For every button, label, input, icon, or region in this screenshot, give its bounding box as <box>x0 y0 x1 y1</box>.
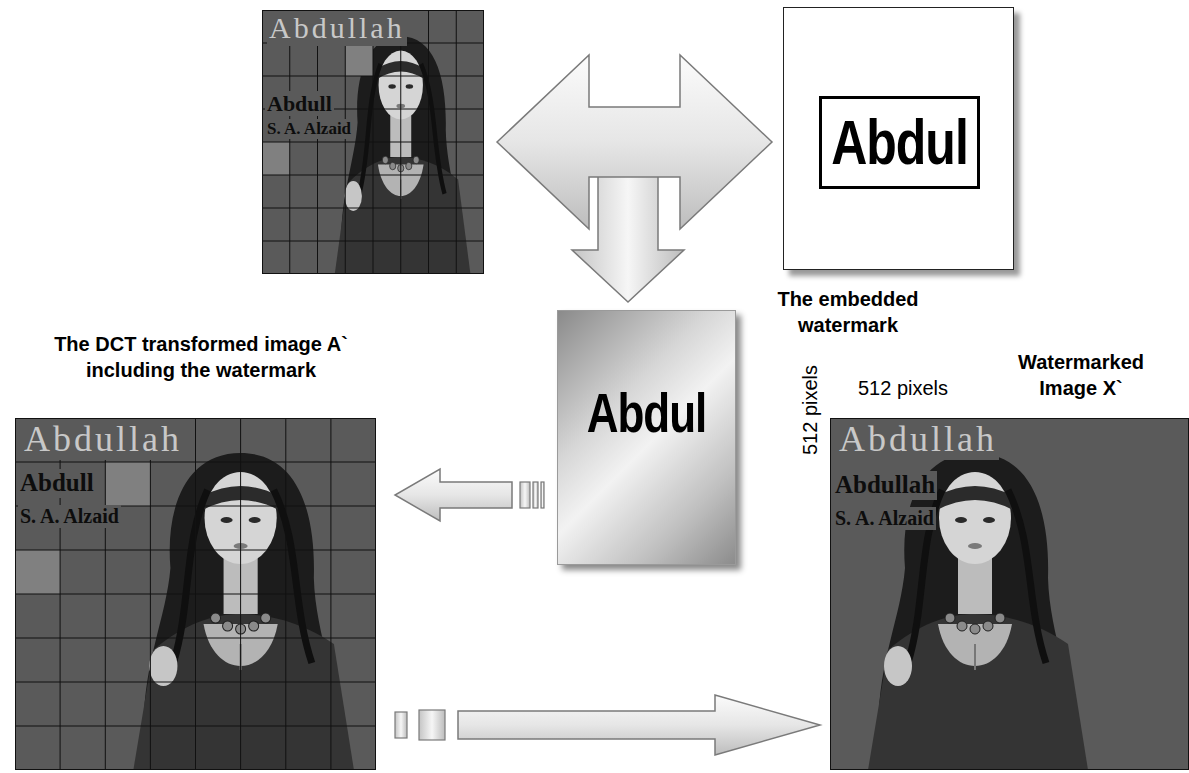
text-slot: Abdull <box>265 91 334 116</box>
watermarked-image: Watermarked Image X`AbdullahAbdullahS. A… <box>830 418 1189 770</box>
text-slot: Watermarked Image X` <box>991 349 1171 401</box>
text-slot: S. A. Alzaid <box>18 505 121 528</box>
watermarked-image-art <box>830 418 1189 770</box>
dimension-label: 512 pixels <box>858 376 948 400</box>
image-heading: Watermarked Image X` <box>991 349 1171 401</box>
text-slot: S. A. Alzaid <box>833 507 936 530</box>
label-slot: The embedded watermark <box>752 286 944 338</box>
source-image-art <box>262 10 484 274</box>
arrow-tail-mark <box>541 482 544 508</box>
text-slot: Abdul <box>822 99 977 186</box>
dct-block <box>15 550 60 594</box>
embedded-watermark-panel: Abdul <box>557 310 736 565</box>
text-slot: Abdullah <box>22 419 184 460</box>
embed-arrow <box>395 469 512 521</box>
image-author-text: S. A. Alzaid <box>18 505 121 528</box>
text-slot: S. A. Alzaid <box>265 119 353 139</box>
watermark-box: Abdul <box>819 96 980 189</box>
text-slot: The DCT transformed image A` including t… <box>16 331 386 383</box>
dct-image: The DCT transformed image A` including t… <box>15 418 376 770</box>
exchange-arrow <box>497 55 772 229</box>
text-slot: Abdul <box>558 311 735 564</box>
image-heading: The DCT transformed image A` including t… <box>16 331 386 383</box>
image-title-text: Abdullah <box>267 11 407 46</box>
dct-grid <box>15 418 376 770</box>
text-slot: Abdullah <box>837 419 999 460</box>
image-ground <box>262 10 484 274</box>
label-slot: 512 pixels <box>858 376 948 400</box>
arrow-tail-mark <box>520 482 530 508</box>
text-slot: Abdullah <box>267 11 407 46</box>
image-ground <box>830 418 1189 770</box>
image-author-text: S. A. Alzaid <box>265 119 353 139</box>
image-ground <box>15 418 376 770</box>
arrow-tail-mark <box>419 710 445 740</box>
text-slot: Abdull <box>18 469 96 498</box>
image-author-text: S. A. Alzaid <box>833 507 936 530</box>
dimension-label: 512 pixels <box>798 365 822 455</box>
dct-block <box>262 142 290 175</box>
source-image: AbdullahAbdull S. A. Alzaid <box>262 10 484 274</box>
arrow-tail-mark <box>533 482 538 508</box>
dct-block <box>105 462 150 506</box>
woman-illustration <box>335 36 471 274</box>
image-title-text: Abdullah <box>22 419 184 460</box>
image-name-text: Abdullah <box>833 471 937 500</box>
image-name-text: Abdull <box>265 91 334 116</box>
dct-image-art <box>15 418 376 770</box>
text-slot: Abdullah <box>833 471 937 500</box>
image-name-text: Abdull <box>18 469 96 498</box>
dct-block <box>345 43 373 76</box>
image-title-text: Abdullah <box>837 419 999 460</box>
watermark-text: Abdul <box>587 385 707 440</box>
woman-illustration <box>868 453 1088 770</box>
dct-grid <box>262 10 484 274</box>
label-slot: 512 pixels <box>798 365 822 455</box>
woman-illustration <box>133 453 354 770</box>
panel-label: The embedded watermark <box>752 286 944 338</box>
watermark-text: Abdul <box>831 111 968 174</box>
watermark-page: Abdul <box>783 7 1014 270</box>
inverse-dct-arrow <box>458 695 820 755</box>
arrow-tail-mark <box>395 712 407 738</box>
